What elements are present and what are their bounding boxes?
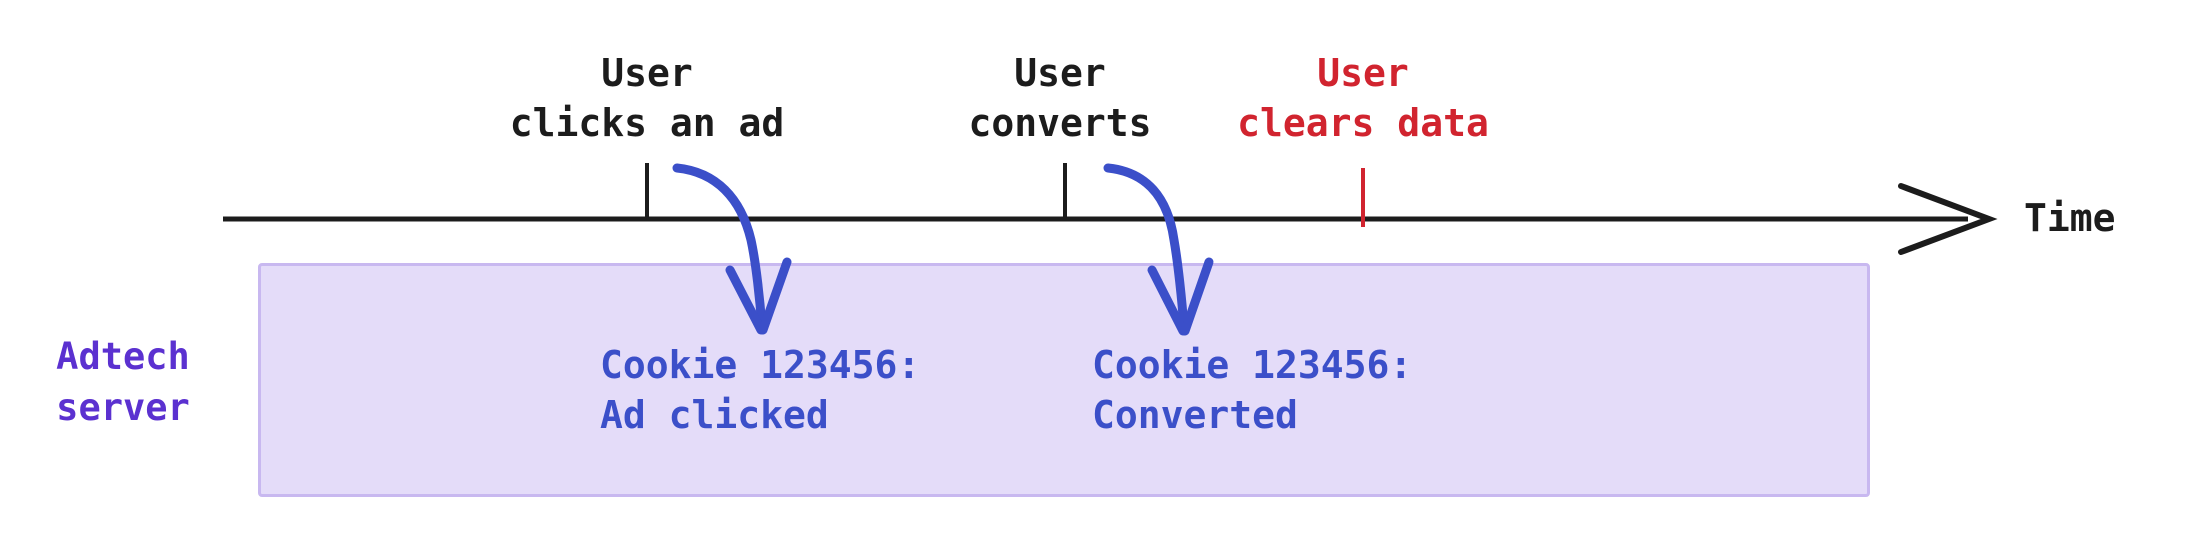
adtech-server-label-line: Adtech [56, 335, 190, 378]
adtech-server-label: Adtech server [18, 331, 228, 433]
adtech-server-box [258, 263, 1870, 497]
ad-click-arrow-shaft [672, 163, 767, 333]
ad-click-arrow-barb-right [758, 257, 792, 335]
conversion-arrow-icon [1103, 163, 1214, 336]
event-label-line: User [601, 51, 693, 95]
ad-click-arrow-icon [672, 163, 792, 335]
cookie-record-line: Cookie 123456: [600, 343, 921, 387]
event-label-ad-click: User clicks an ad [510, 48, 785, 148]
conversion-arrow-barb-left [1147, 265, 1188, 336]
cookie-record-ad-clicked: Cookie 123456: Ad clicked [600, 340, 920, 440]
conversion-arrow-shaft [1103, 163, 1189, 334]
adtech-server-label-line: server [56, 386, 190, 429]
event-label-line: User [1014, 51, 1106, 95]
cookie-record-line: Ad clicked [600, 393, 829, 437]
time-axis-label: Time [2024, 196, 2116, 240]
event-label-line: converts [968, 101, 1152, 145]
cookie-record-line: Cookie 123456: [1092, 343, 1413, 387]
event-label-clear-data: User clears data [1237, 48, 1489, 148]
cookie-record-line: Converted [1092, 393, 1298, 437]
event-label-line: clicks an ad [509, 101, 785, 145]
timeline-arrowhead-icon [1898, 183, 1998, 255]
conversion-arrow-barb-right [1180, 257, 1214, 336]
event-label-line: clears data [1237, 101, 1489, 145]
event-label-conversion: User converts [968, 48, 1151, 148]
event-label-line: User [1317, 51, 1409, 95]
ad-click-arrow-barb-left [725, 265, 766, 335]
cookie-record-converted: Cookie 123456: Converted [1092, 340, 1412, 440]
